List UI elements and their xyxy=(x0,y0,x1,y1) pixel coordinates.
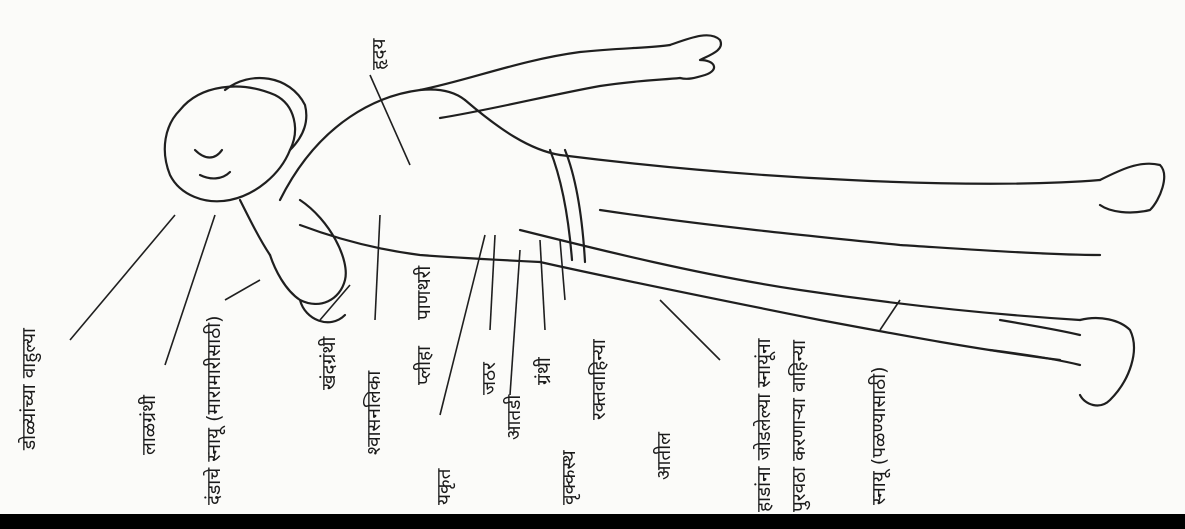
label-salivary-glands: लाळग्रंथी xyxy=(140,395,159,455)
leader-muscle xyxy=(660,300,720,360)
leader-leg-muscle xyxy=(880,300,900,330)
leader-spinal xyxy=(225,280,260,300)
leader-intestine xyxy=(510,250,520,395)
body-figure xyxy=(0,0,1185,514)
leader-windpipe xyxy=(375,215,380,320)
label-stomach: जठर xyxy=(480,362,499,395)
label-leg-muscles: स्नायू (पळण्यासाठी) xyxy=(870,366,889,505)
label-kidney: वृक्कस्थ xyxy=(560,450,579,505)
leader-eye xyxy=(70,215,175,340)
label-pancreas: पाणथरी xyxy=(415,266,434,320)
leg-upper-2 xyxy=(560,155,1100,184)
leader-heart xyxy=(370,75,410,165)
label-gland: ग्रंथी xyxy=(535,357,554,385)
label-blood-supply: पुरवठा करणाऱ्या वाहिन्या xyxy=(790,340,809,512)
sock-lines xyxy=(990,320,1080,365)
label-thyroid: खंदग्रंथी xyxy=(320,337,339,390)
torso-top xyxy=(280,89,465,200)
leader-gland xyxy=(540,240,545,330)
bottom-black-bar xyxy=(0,514,1185,529)
leg-inner xyxy=(600,210,1100,255)
label-spleen: प्लीहा xyxy=(415,346,434,385)
right-arm xyxy=(420,45,670,90)
label-intestines2: आतील xyxy=(655,432,674,480)
face-features xyxy=(195,150,230,178)
left-arm-upper xyxy=(270,200,346,304)
head-outline xyxy=(165,87,295,202)
neck xyxy=(240,200,270,255)
label-eye-vessels: डोळ्यांच्या वाहुल्या xyxy=(20,328,39,450)
label-blood-vessels: रक्तवाहिन्या xyxy=(590,339,609,420)
foot-bottom xyxy=(1080,318,1134,405)
foot-top xyxy=(1100,164,1164,213)
label-windpipe: श्वासनलिका xyxy=(365,371,384,455)
right-arm-lower xyxy=(440,78,680,118)
label-heart: हृदय xyxy=(370,38,389,70)
right-hand xyxy=(670,35,721,79)
leader-kidney xyxy=(560,240,565,300)
torso-right xyxy=(465,100,560,155)
label-liver: यकृत xyxy=(435,469,454,505)
leader-stomach xyxy=(490,235,495,330)
diagram-canvas: हृदय डोळ्यांच्या वाहुल्या लाळग्रंथी दंडा… xyxy=(0,0,1185,514)
label-spinal-nerve: दंडाचे स्नायू (मारामारीसाठी) xyxy=(205,315,224,505)
torso-left xyxy=(300,225,540,262)
label-intestine: आतडी xyxy=(505,395,524,440)
label-bone-muscle: हाडांना जोडलेल्या स्नायूंना xyxy=(755,338,774,512)
